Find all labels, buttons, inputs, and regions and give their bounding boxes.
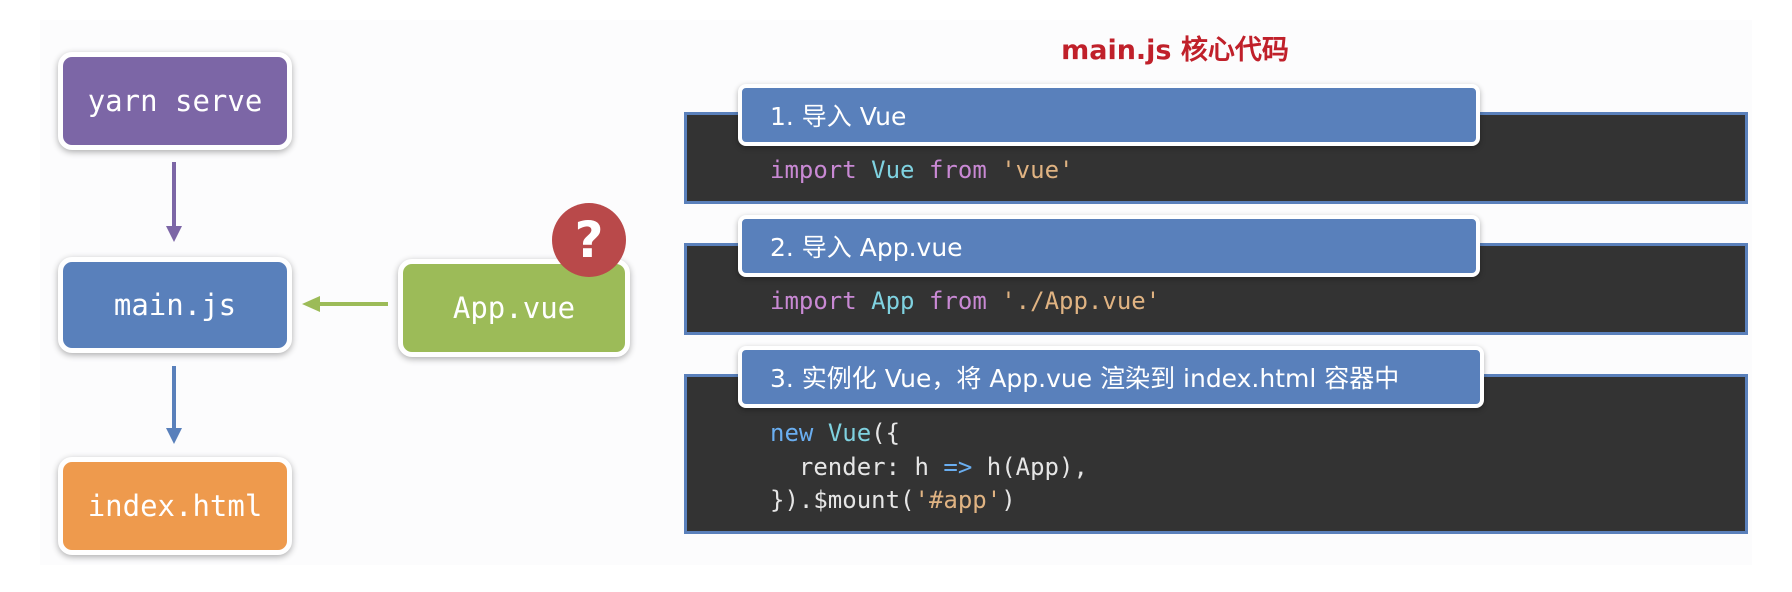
question-mark-icon: ?: [552, 203, 626, 277]
code-text: }).$mount(: [770, 486, 915, 514]
yarn-serve-label: yarn serve: [87, 84, 263, 118]
arrow-app-to-main: [302, 296, 388, 312]
code-keyword: from: [928, 287, 987, 315]
code-keyword: import: [770, 156, 857, 184]
code-punct: ({: [871, 419, 901, 447]
code-line-2: import App from './App.vue': [770, 287, 1160, 315]
main-js-label: main.js: [113, 288, 237, 322]
code-line-1: import Vue from 'vue': [770, 156, 1073, 184]
flow-arrows: [166, 162, 388, 444]
index-html-box: index.html: [58, 457, 292, 555]
main-js-box: main.js: [58, 257, 292, 353]
code-text: render: h: [770, 453, 944, 481]
yarn-serve-box: yarn serve: [58, 52, 292, 150]
step-2-label: 2. 导入 App.vue: [770, 233, 963, 262]
code-keyword: import: [770, 287, 857, 315]
code-string: '#app': [914, 486, 1002, 514]
code-string: 'vue': [1001, 156, 1074, 184]
code-identifier: Vue: [827, 419, 872, 447]
section-title: main.js 核心代码: [1061, 35, 1289, 66]
arrow-yarn-to-main: [166, 162, 182, 242]
code-string: './App.vue': [1001, 287, 1161, 315]
step-1-label: 1. 导入 Vue: [770, 102, 907, 131]
step-2-header: 2. 导入 App.vue: [738, 215, 1480, 277]
code-keyword: from: [928, 156, 987, 184]
code-line-5: }).$mount('#app'): [770, 486, 1016, 514]
code-text: h(App),: [972, 453, 1088, 481]
code-keyword: new: [770, 419, 814, 447]
step-1-header: 1. 导入 Vue: [738, 84, 1480, 146]
step-3-label: 3. 实例化 Vue，将 App.vue 渲染到 index.html 容器中: [770, 364, 1400, 393]
code-operator: =>: [943, 453, 973, 481]
code-identifier: Vue: [871, 156, 915, 184]
code-line-3: new Vue({: [770, 419, 900, 447]
arrow-main-to-index: [166, 366, 182, 444]
code-line-4: render: h => h(App),: [770, 453, 1088, 481]
app-vue-label: App.vue: [452, 291, 576, 325]
step-3-header: 3. 实例化 Vue，将 App.vue 渲染到 index.html 容器中: [738, 346, 1484, 408]
code-text: ): [1001, 486, 1016, 514]
code-identifier: App: [871, 287, 915, 315]
index-html-label: index.html: [87, 489, 263, 523]
